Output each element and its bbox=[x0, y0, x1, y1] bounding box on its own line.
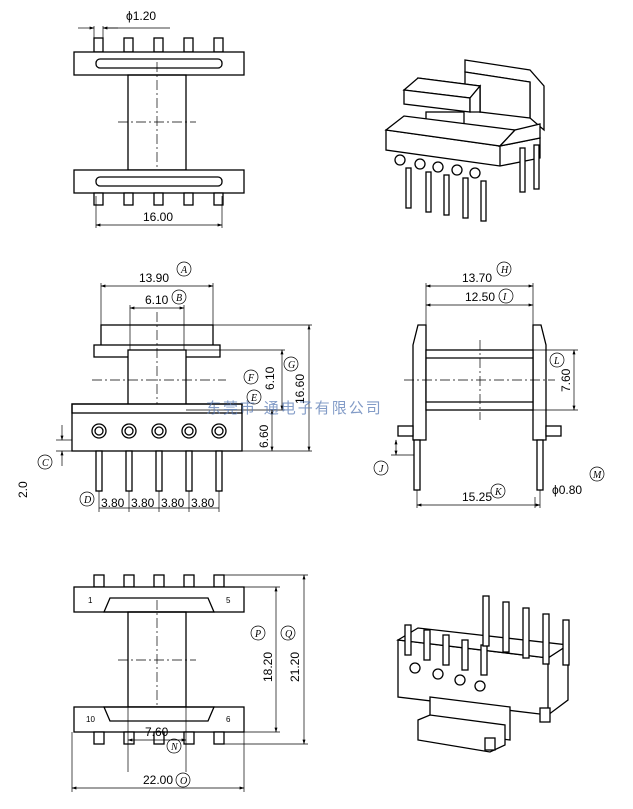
dim-n: 7.60 bbox=[145, 725, 169, 739]
top-view: ϕ1.20 16.00 bbox=[73, 9, 245, 228]
dim-h: 13.70 bbox=[462, 271, 492, 285]
bottom-view-pins-lower bbox=[93, 731, 225, 745]
tag-b: B bbox=[176, 293, 182, 304]
side-view: 13.70 H 12.50 I 7.60 L J 15.25 K ϕ0.80 M bbox=[373, 261, 605, 508]
tag-n: N bbox=[170, 742, 179, 753]
bottom-view: 1 5 10 6 18.20 P 21.20 Q 7.60 N 22.00 O bbox=[71, 574, 308, 792]
dim-g: 16.60 bbox=[293, 374, 307, 404]
tag-g: G bbox=[288, 360, 295, 371]
dim-d4: 3.80 bbox=[191, 496, 215, 510]
dim-d2: 3.80 bbox=[131, 496, 155, 510]
dim-m: ϕ0.80 bbox=[552, 483, 582, 497]
tag-m: M bbox=[592, 470, 602, 481]
tag-f: F bbox=[247, 373, 255, 384]
watermark: 东莞市 通电子有限公司 bbox=[206, 399, 383, 417]
tag-i: I bbox=[502, 292, 507, 303]
tag-h: H bbox=[500, 265, 509, 276]
iso-pins-front bbox=[394, 144, 540, 222]
dim-e: 6.60 bbox=[257, 424, 271, 448]
pin-number-5: 5 bbox=[226, 596, 231, 605]
tag-o: O bbox=[180, 776, 187, 787]
dim-c: 2.0 bbox=[16, 481, 30, 498]
pin-number-6: 6 bbox=[226, 715, 231, 724]
tag-e: E bbox=[250, 393, 257, 404]
dim-k: 15.25 bbox=[462, 490, 492, 504]
bottom-view-pins-upper bbox=[93, 574, 225, 588]
tag-q: Q bbox=[285, 629, 293, 640]
tag-k: K bbox=[494, 487, 503, 498]
dim-pin-diameter: ϕ1.20 bbox=[126, 9, 156, 23]
tag-d: D bbox=[83, 495, 92, 506]
tag-a: A bbox=[180, 265, 188, 276]
top-view-pins-lower bbox=[93, 192, 224, 206]
dim-b: 6.10 bbox=[145, 293, 169, 307]
dim-d3: 3.80 bbox=[161, 496, 185, 510]
dim-q: 21.20 bbox=[288, 652, 302, 682]
tag-j: J bbox=[379, 464, 384, 475]
top-flange-lower bbox=[73, 169, 245, 194]
top-flange-upper bbox=[73, 51, 245, 76]
front-view: 13.90 A 6.10 B 6.10 F 6.60 E 16.60 G 2.0 bbox=[16, 261, 312, 512]
dim-width: 16.00 bbox=[143, 210, 173, 224]
iso-pins-upper bbox=[404, 595, 570, 692]
tag-c: C bbox=[42, 458, 49, 469]
pin-number-1: 1 bbox=[88, 596, 93, 605]
dim-i: 12.50 bbox=[465, 290, 495, 304]
front-view-pins bbox=[91, 423, 227, 492]
dim-f: 6.10 bbox=[263, 366, 277, 390]
dim-o: 22.00 bbox=[143, 773, 173, 787]
tag-l: L bbox=[553, 356, 560, 367]
dim-l: 7.60 bbox=[559, 368, 573, 392]
dim-p: 18.20 bbox=[261, 652, 275, 682]
dim-d1: 3.80 bbox=[101, 496, 125, 510]
tag-p: P bbox=[254, 629, 261, 640]
dim-a: 13.90 bbox=[139, 271, 169, 285]
pin-number-10: 10 bbox=[86, 715, 95, 724]
top-view-pins-upper bbox=[93, 37, 224, 53]
isometric-view-bottom bbox=[396, 595, 570, 753]
isometric-view-top bbox=[384, 59, 545, 222]
